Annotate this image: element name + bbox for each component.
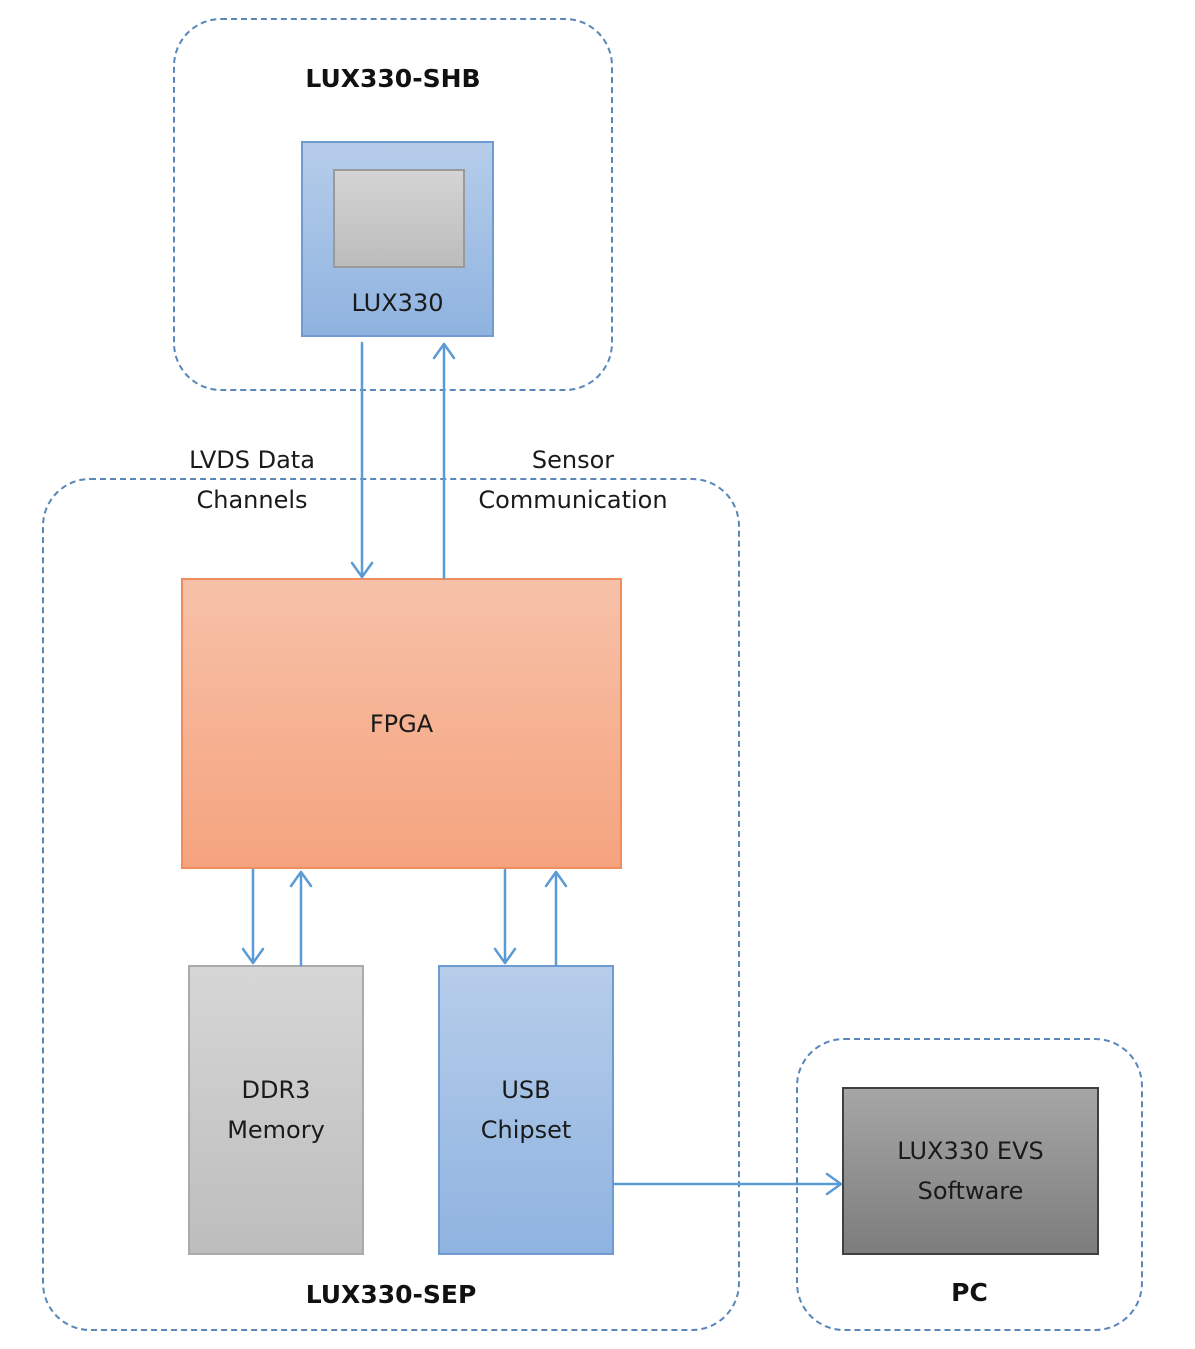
arrow-usb-to-fpga xyxy=(544,870,568,967)
group-label-pc: PC xyxy=(951,1278,988,1307)
evs-software-label: LUX330 EVS Software xyxy=(897,1137,1044,1205)
sensor-chip-icon xyxy=(333,169,465,268)
group-lux330-shb xyxy=(173,18,613,391)
fpga-label: FPGA xyxy=(369,709,434,738)
usb-chipset-block: USB Chipset xyxy=(438,965,614,1255)
arrow-usb-to-software xyxy=(612,1172,843,1196)
edge-label-lvds: LVDS Data Channels xyxy=(189,446,315,514)
arrow-sensor-communication-up xyxy=(432,342,456,580)
arrow-lvds-data-down xyxy=(350,341,374,579)
usb-chipset-label: USB Chipset xyxy=(480,1076,572,1144)
group-label-lux330-sep: LUX330-SEP xyxy=(305,1280,477,1309)
ddr3-memory-block: DDR3 Memory xyxy=(188,965,364,1255)
ddr3-memory-label: DDR3 Memory xyxy=(227,1076,325,1144)
evs-software-block: LUX330 EVS Software xyxy=(842,1087,1099,1255)
edge-label-sensor-communication: Sensor Communication xyxy=(478,446,668,514)
group-lux330-sep xyxy=(42,478,740,1331)
arrow-fpga-to-usb xyxy=(493,868,517,965)
fpga-block: FPGA xyxy=(181,578,622,869)
arrow-ddr3-to-fpga xyxy=(289,870,313,967)
lux330-sensor-label: LUX330 xyxy=(351,289,444,317)
group-label-lux330-shb: LUX330-SHB xyxy=(305,64,481,93)
arrow-fpga-to-ddr3 xyxy=(241,868,265,965)
